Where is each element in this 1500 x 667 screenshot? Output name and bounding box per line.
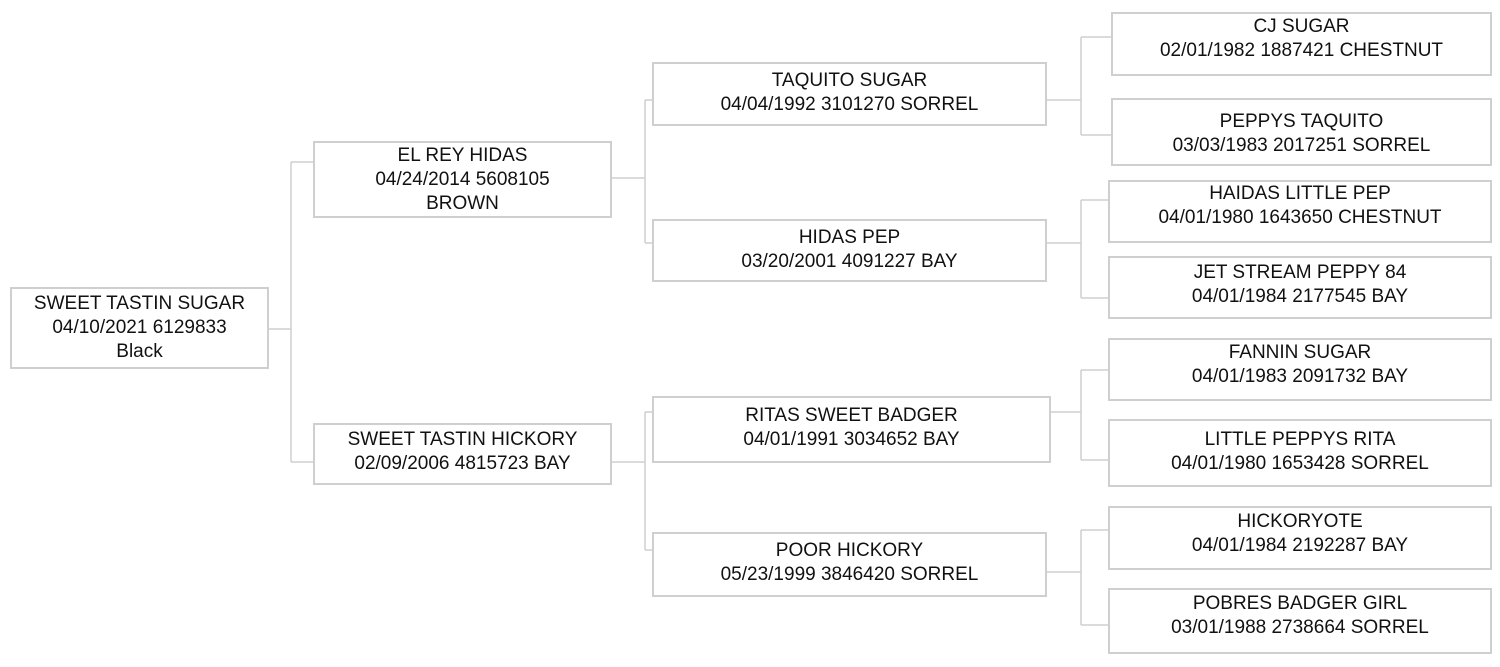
- horse-name: POBRES BADGER GIRL: [1192, 593, 1408, 614]
- horse-details: 02/09/2006 4815723 BAY: [354, 453, 571, 474]
- horse-details: 03/20/2001 4091227 BAY: [741, 251, 958, 272]
- horse-name: JET STREAM PEPPY 84: [1193, 262, 1407, 283]
- horse-details: 03/03/1983 2017251 SORREL: [1172, 135, 1431, 156]
- horse-box-sss: CJ SUGAR 02/01/1982 1887421 CHESTNUT: [1111, 12, 1492, 76]
- horse-name: FANNIN SUGAR: [1228, 342, 1372, 363]
- horse-color: BROWN: [426, 193, 499, 214]
- horse-box-dss: FANNIN SUGAR 04/01/1983 2091732 BAY: [1108, 338, 1492, 401]
- horse-details: 04/01/1980 1653428 SORREL: [1171, 453, 1429, 474]
- horse-details: 02/01/1982 1887421 CHESTNUT: [1159, 40, 1444, 61]
- horse-box-dam-dam: POOR HICKORY 05/23/1999 3846420 SORREL: [652, 532, 1047, 597]
- horse-name: POOR HICKORY: [775, 540, 924, 561]
- horse-name: EL REY HIDAS: [397, 145, 528, 166]
- horse-name: TAQUITO SUGAR: [771, 70, 928, 91]
- horse-details: 04/24/2014 5608105: [375, 169, 550, 190]
- horse-name: RITAS SWEET BADGER: [745, 405, 958, 426]
- horse-box-subject: SWEET TASTIN SUGAR 04/10/2021 6129833 Bl…: [10, 287, 269, 369]
- horse-details: 04/04/1992 3101270 SORREL: [720, 94, 979, 115]
- horse-box-sire: EL REY HIDAS 04/24/2014 5608105 BROWN: [313, 141, 612, 218]
- horse-color: Black: [116, 341, 163, 362]
- horse-box-dam: SWEET TASTIN HICKORY 02/09/2006 4815723 …: [313, 423, 612, 485]
- horse-details: 03/01/1988 2738664 SORREL: [1171, 617, 1429, 638]
- horse-name: SWEET TASTIN SUGAR: [33, 293, 246, 314]
- horse-name: CJ SUGAR: [1253, 16, 1350, 37]
- horse-box-sds: HAIDAS LITTLE PEP 04/01/1980 1643650 CHE…: [1108, 180, 1492, 243]
- horse-details: 04/10/2021 6129833: [52, 317, 227, 338]
- horse-box-sdd: JET STREAM PEPPY 84 04/01/1984 2177545 B…: [1108, 256, 1492, 319]
- horse-name: HIDAS PEP: [798, 227, 901, 248]
- horse-box-dam-sire: RITAS SWEET BADGER 04/01/1991 3034652 BA…: [652, 396, 1051, 463]
- horse-name: LITTLE PEPPYS RITA: [1204, 429, 1396, 450]
- horse-details: 04/01/1984 2177545 BAY: [1191, 286, 1409, 307]
- horse-name: HICKORYOTE: [1237, 511, 1363, 532]
- horse-details: 04/01/1984 2192287 BAY: [1191, 535, 1409, 556]
- horse-details: 04/01/1983 2091732 BAY: [1191, 366, 1409, 387]
- horse-details: 04/01/1991 3034652 BAY: [743, 429, 960, 450]
- horse-name: PEPPYS TAQUITO: [1219, 111, 1384, 132]
- horse-box-sire-dam: HIDAS PEP 03/20/2001 4091227 BAY: [652, 219, 1047, 282]
- horse-box-dsd: LITTLE PEPPYS RITA 04/01/1980 1653428 SO…: [1108, 419, 1492, 487]
- horse-name: SWEET TASTIN HICKORY: [347, 429, 578, 450]
- horse-name: HAIDAS LITTLE PEP: [1209, 183, 1391, 204]
- horse-box-ssd: PEPPYS TAQUITO 03/03/1983 2017251 SORREL: [1111, 98, 1492, 166]
- horse-box-ddd: POBRES BADGER GIRL 03/01/1988 2738664 SO…: [1108, 588, 1492, 654]
- horse-box-sire-sire: TAQUITO SUGAR 04/04/1992 3101270 SORREL: [652, 62, 1047, 126]
- horse-details: 05/23/1999 3846420 SORREL: [720, 564, 979, 585]
- horse-details: 04/01/1980 1643650 CHESTNUT: [1158, 207, 1442, 228]
- horse-box-dds: HICKORYOTE 04/01/1984 2192287 BAY: [1108, 506, 1492, 570]
